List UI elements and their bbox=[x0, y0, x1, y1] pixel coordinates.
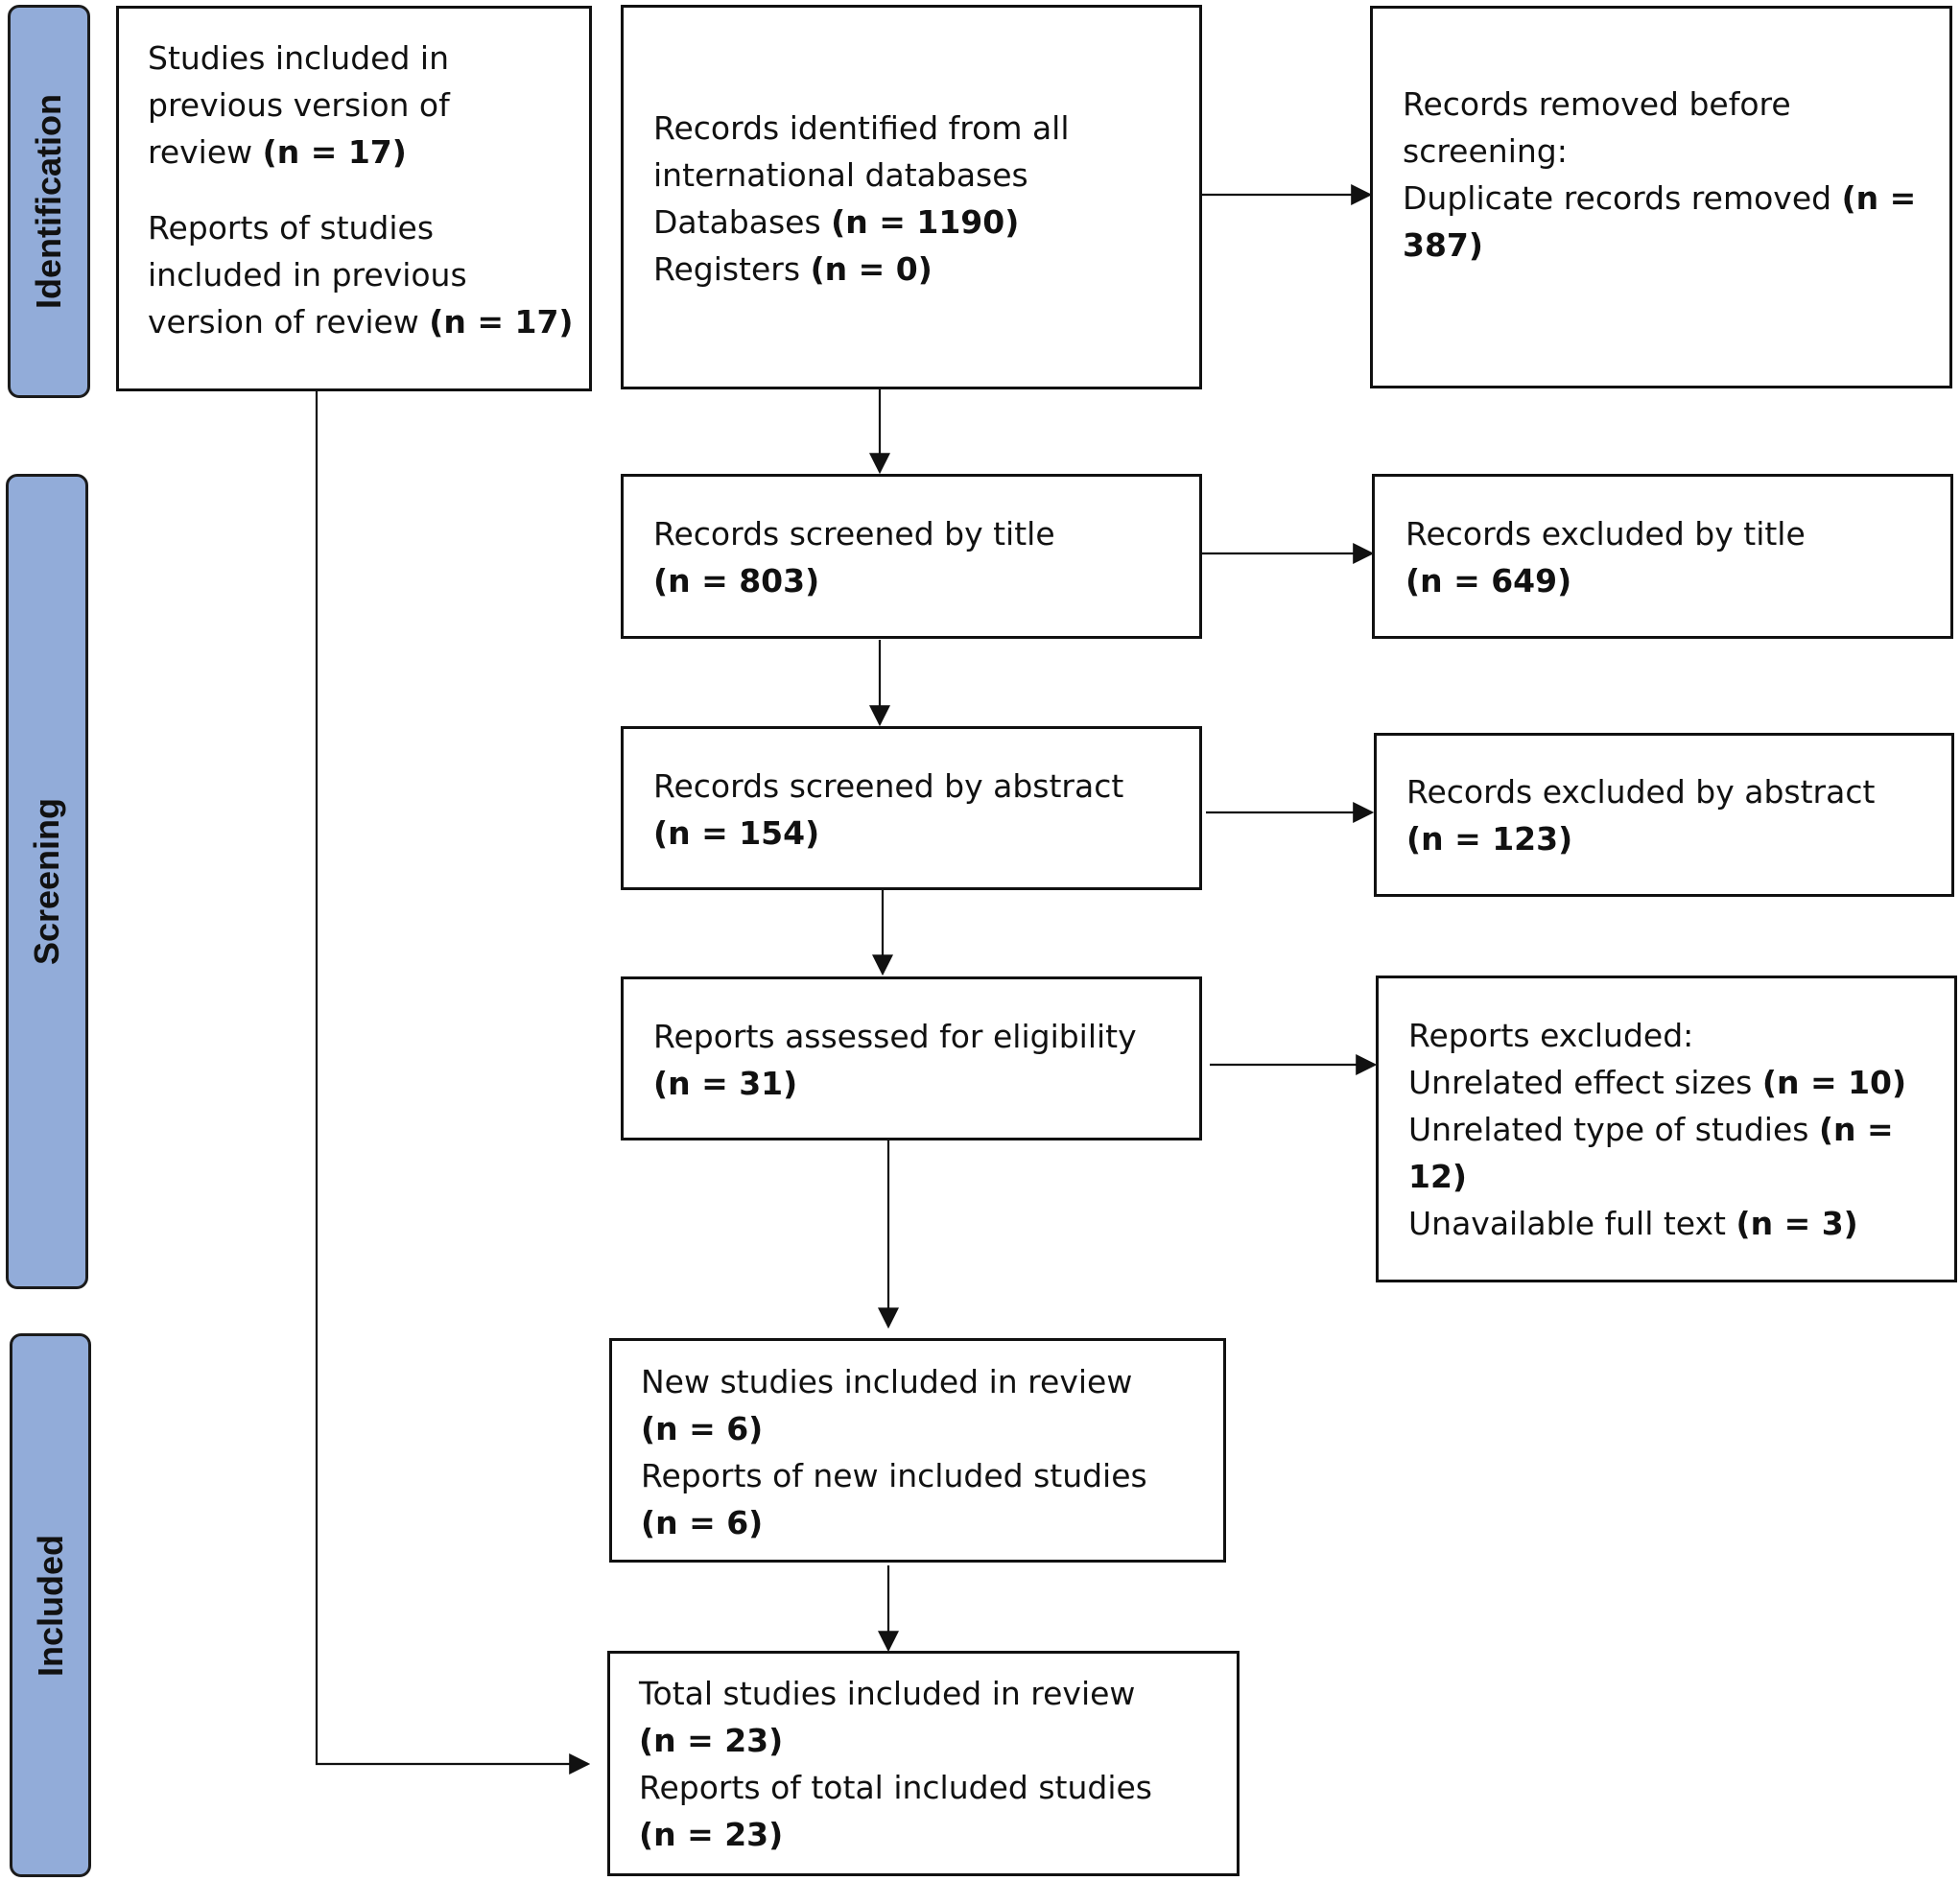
total-included-n1: (n = 23) bbox=[639, 1722, 784, 1759]
removed-n-part2: 387) bbox=[1403, 226, 1483, 264]
excluded-abstract-n: (n = 123) bbox=[1406, 820, 1573, 858]
total-included-text: Total studies included in review (n = 23… bbox=[639, 1670, 1152, 1858]
phase-included: Included bbox=[10, 1333, 91, 1877]
box-previous-review bbox=[116, 6, 592, 391]
screened-abstract-line1: Records screened by abstract bbox=[653, 767, 1124, 805]
excluded-title-line1: Records excluded by title bbox=[1405, 515, 1806, 553]
reports-excluded-line1: Reports excluded: bbox=[1408, 1017, 1694, 1054]
identified-registers-label: Registers bbox=[653, 250, 801, 288]
reports-excluded-text: Reports excluded: Unrelated effect sizes… bbox=[1408, 1012, 1906, 1247]
phase-screening: Screening bbox=[6, 474, 88, 1289]
total-included-line1: Total studies included in review bbox=[639, 1675, 1136, 1712]
box-reports-excluded bbox=[1376, 976, 1957, 1282]
reports-excluded-effect-label: Unrelated effect sizes bbox=[1408, 1064, 1753, 1101]
reports-excluded-type-label: Unrelated type of studies bbox=[1408, 1111, 1809, 1148]
arrow-previous-to-total bbox=[315, 390, 591, 1775]
reports-excluded-type-n-part2: 12) bbox=[1408, 1158, 1468, 1195]
box-screened-abstract bbox=[621, 726, 1202, 890]
previous-line3: review bbox=[148, 133, 253, 171]
reports-excluded-type-n-part1: (n = bbox=[1818, 1111, 1894, 1148]
reports-excluded-full-label: Unavailable full text bbox=[1408, 1205, 1726, 1242]
identified-databases-n: (n = 1190) bbox=[831, 203, 1020, 241]
screened-title-n: (n = 803) bbox=[653, 562, 820, 600]
total-included-line2: Reports of total included studies bbox=[639, 1769, 1152, 1806]
reports-assessed-text: Reports assessed for eligibility (n = 31… bbox=[653, 1013, 1137, 1107]
box-records-removed bbox=[1370, 6, 1952, 388]
box-screened-title bbox=[621, 474, 1202, 639]
reports-excluded-effect-n: (n = 10) bbox=[1761, 1064, 1907, 1101]
excluded-abstract-line1: Records excluded by abstract bbox=[1406, 773, 1876, 811]
screened-title-text: Records screened by title (n = 803) bbox=[653, 510, 1055, 604]
screened-abstract-n: (n = 154) bbox=[653, 814, 820, 852]
identified-registers-n: (n = 0) bbox=[810, 250, 933, 288]
previous-n1: (n = 17) bbox=[262, 133, 407, 171]
phase-identification: Identification bbox=[8, 5, 90, 398]
identified-line1: Records identified from all bbox=[653, 109, 1070, 147]
removed-line3: Duplicate records removed bbox=[1403, 179, 1832, 217]
box-excluded-abstract bbox=[1374, 733, 1954, 897]
total-included-n2: (n = 23) bbox=[639, 1816, 784, 1853]
previous-line2: previous version of bbox=[148, 86, 450, 124]
box-excluded-title bbox=[1372, 474, 1953, 639]
removed-line1: Records removed before bbox=[1403, 85, 1791, 123]
removed-n-part1: (n = bbox=[1841, 179, 1917, 217]
assessed-n: (n = 31) bbox=[653, 1065, 798, 1102]
new-included-line2: Reports of new included studies bbox=[641, 1457, 1147, 1494]
previous-line1: Studies included in bbox=[148, 39, 449, 77]
previous-line4: Reports of studies bbox=[148, 209, 435, 247]
previous-line5: included in previous bbox=[148, 256, 467, 294]
removed-line2: screening: bbox=[1403, 132, 1568, 170]
new-included-n2: (n = 6) bbox=[641, 1504, 764, 1541]
screened-title-line1: Records screened by title bbox=[653, 515, 1055, 553]
excluded-title-n: (n = 649) bbox=[1405, 562, 1572, 600]
new-included-n1: (n = 6) bbox=[641, 1410, 764, 1447]
excluded-abstract-text: Records excluded by abstract (n = 123) bbox=[1406, 768, 1875, 862]
previous-line6: version of review bbox=[148, 303, 419, 341]
excluded-title-text: Records excluded by title (n = 649) bbox=[1405, 510, 1806, 604]
box-new-included bbox=[609, 1338, 1226, 1563]
box-reports-assessed bbox=[621, 976, 1202, 1140]
assessed-line1: Reports assessed for eligibility bbox=[653, 1018, 1137, 1055]
reports-excluded-full-n: (n = 3) bbox=[1736, 1205, 1858, 1242]
previous-review-text: Studies included in previous version of … bbox=[148, 35, 574, 345]
screened-abstract-text: Records screened by abstract (n = 154) bbox=[653, 763, 1123, 857]
previous-n2: (n = 17) bbox=[429, 303, 574, 341]
records-removed-text: Records removed before screening: Duplic… bbox=[1403, 81, 1916, 269]
box-total-included bbox=[607, 1651, 1240, 1876]
box-records-identified bbox=[621, 5, 1202, 389]
identified-line2: international databases bbox=[653, 156, 1028, 194]
new-included-text: New studies included in review (n = 6) R… bbox=[641, 1358, 1147, 1546]
identified-databases-label: Databases bbox=[653, 203, 821, 241]
records-identified-text: Records identified from all internationa… bbox=[653, 105, 1070, 293]
new-included-line1: New studies included in review bbox=[641, 1363, 1133, 1400]
